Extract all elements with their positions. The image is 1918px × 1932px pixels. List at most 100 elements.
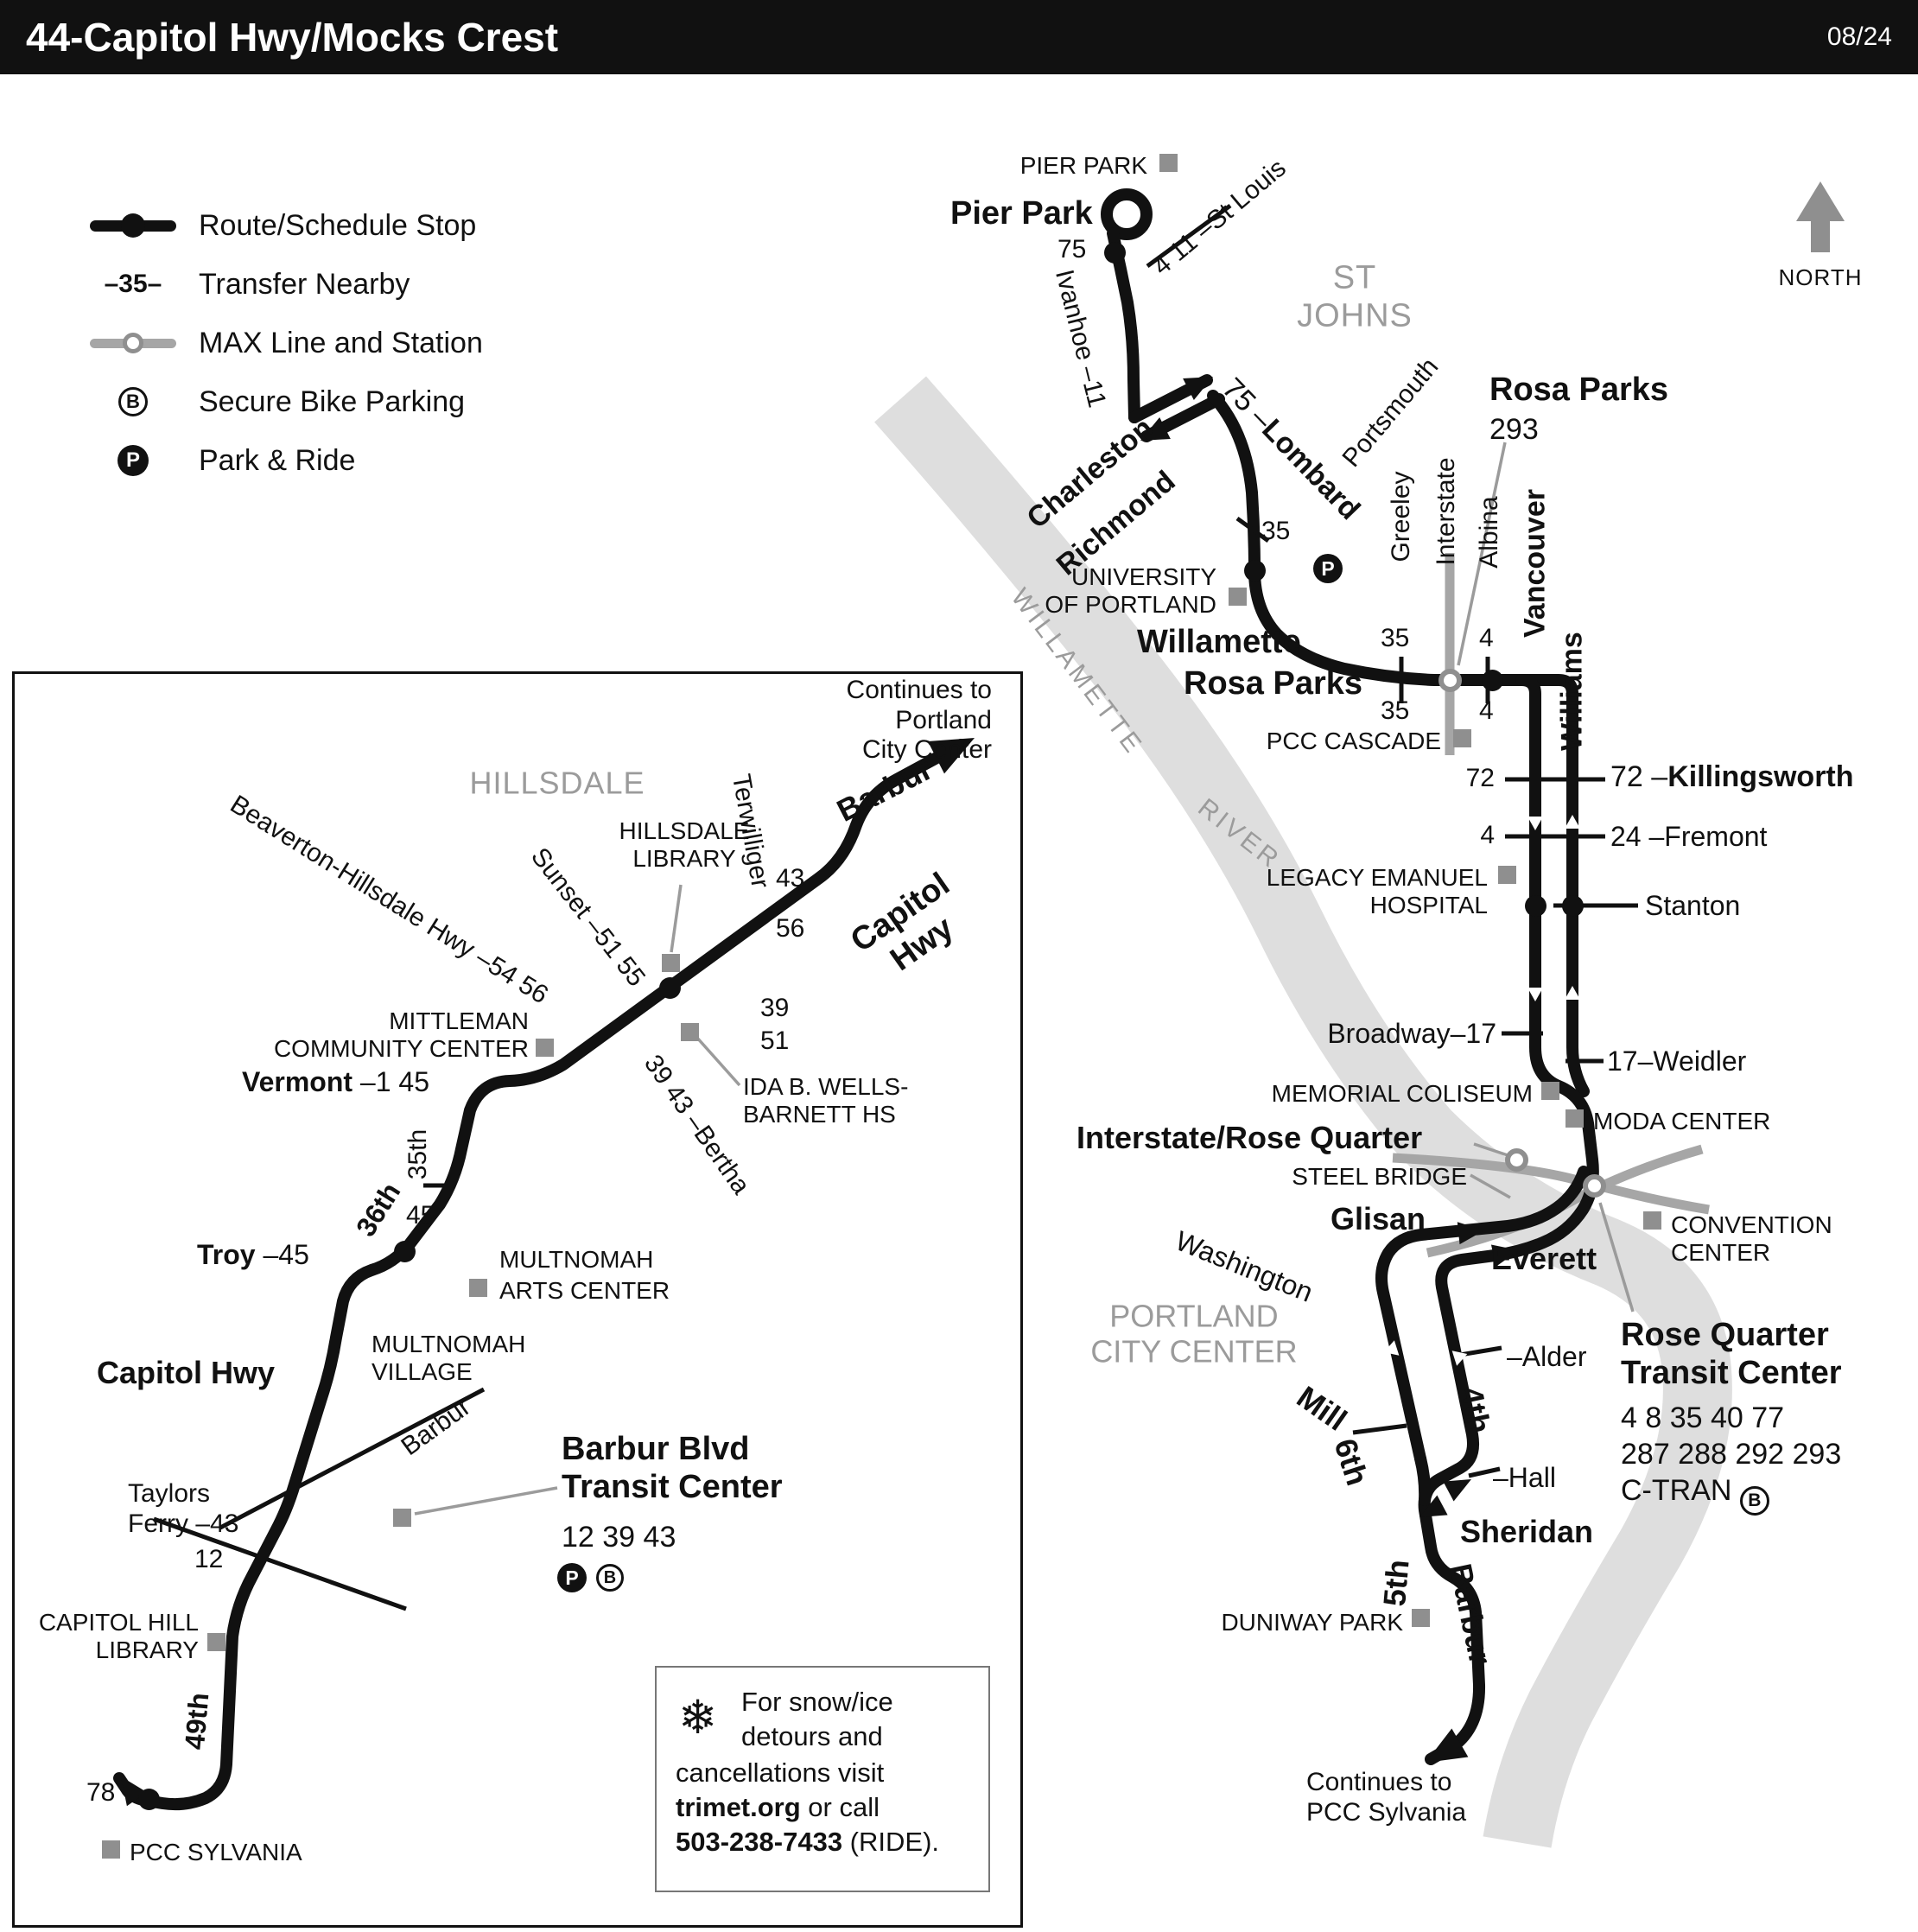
rosa-parks-park-and-ride: P [1313,554,1343,583]
river [874,376,1732,1848]
route-4-fremont-num: 4 [1480,821,1495,849]
pier-park-square [1159,153,1178,172]
duniway-park-square [1411,1608,1430,1627]
callout-rq-tc [1598,1202,1635,1312]
willamette-stop-label: Willamette [1137,624,1301,660]
bike-icon: B [1739,1486,1769,1516]
convention-center-label: CONVENTION CENTER [1671,1211,1832,1267]
legend-label: Transfer Nearby [199,267,410,301]
arrow-glisan-east [1457,1222,1484,1245]
willamette-river [874,376,1732,1848]
portland-city-center-label: PORTLAND CITY CENTER [1090,1298,1298,1370]
callout-rosa-parks-max [1457,442,1507,666]
legacy-emanuel-square [1497,865,1516,884]
rosa-parks-max-station [1438,668,1462,692]
snow-line-3: cancellations visit [676,1757,885,1788]
alder-label: –Alder [1507,1341,1587,1372]
callout-steel-bridge [1470,1173,1511,1199]
snow-line-5: 503-238-7433 (RIDE). [676,1827,939,1857]
transfer-icon: –35– [104,270,162,298]
pier-park-stop [1103,241,1126,264]
convention-center-square [1642,1211,1661,1230]
legend-label: MAX Line and Station [199,326,483,359]
route-4-albina-north: 4 [1479,624,1494,652]
arrow-everett-east [1490,1244,1519,1267]
tick-lombard-35 [1235,516,1270,543]
moda-center-label: MODA CENTER [1593,1108,1771,1134]
tick-mill [1352,1423,1407,1435]
barbur-tc-bike-parking: B [596,1564,624,1592]
north-arrow-icon [1796,181,1845,252]
legend-row-max: MAX Line and Station [79,325,483,361]
glisan-label: Glisan [1331,1201,1426,1236]
page-title: 44-Capitol Hwy/Mocks Crest [26,15,559,60]
route-6th-glisan [1375,1166,1590,1465]
route-56-num: 56 [776,914,805,943]
barbur-tc-park-and-ride: P [557,1563,587,1592]
pcc-sylvania-terminal-stop [137,1788,160,1810]
interstate-label: Interstate [1431,457,1460,566]
taylors-ferry-label: Taylors Ferry –43 [128,1479,239,1538]
memorial-coliseum-label: MEMORIAL COLISEUM [1271,1080,1533,1107]
road-barbur-inset [219,1387,486,1530]
legend-row-park: P Park & Ride [79,442,483,479]
legend-label: Route/Schedule Stop [199,208,477,242]
hillsdale-area-label: HILLSDALE [469,765,645,801]
header-bar: 44-Capitol Hwy/Mocks Crest 08/24 [0,0,1918,74]
route-inset [113,739,967,1811]
vancouver-label: Vancouver [1518,489,1552,638]
rose-quarter-tc-station [1582,1173,1606,1198]
moda-center-square [1565,1109,1584,1128]
legend: Route/Schedule Stop –35– Transfer Nearby… [79,207,483,501]
sheridan-label: Sheridan [1460,1514,1594,1549]
route-78-num: 78 [86,1778,116,1807]
snow-line-2: detours and [741,1721,883,1751]
pcc-sylvania-square [101,1840,120,1859]
rq-routes-line2: 287 288 292 293 [1621,1438,1842,1471]
everett-label: Everett [1491,1241,1597,1276]
ida-b-wells-square [680,1022,699,1041]
route-75-num: 75 [1057,235,1087,264]
interstate-rose-quarter-station [1504,1147,1528,1172]
stanton-east-stop [1561,894,1584,917]
interstate-rose-quarter-label: Interstate/Rose Quarter [1076,1120,1423,1155]
route-arrows [121,377,1519,1807]
callout-lines [414,442,1635,1516]
park-and-ride-icon: P [117,445,149,476]
callout-ida-b-wells [695,1035,741,1087]
route-43-num: 43 [776,864,805,893]
arrow-sheridan-northeast [1443,1479,1471,1502]
rosa-parks-max-label: Rosa Parks [1489,372,1669,408]
hall-label: –Hall [1493,1462,1556,1493]
route-45-num: 45 [406,1201,435,1230]
schedule-date: 08/24 [1826,22,1892,51]
arrow-jog-southwest [1140,416,1171,441]
route-35-greeley-north: 35 [1381,624,1410,652]
barbur-tc-label: Barbur Blvd Transit Center [562,1431,783,1505]
multnomah-arts-line2: ARTS CENTER [499,1277,670,1304]
rosa-parks-stop-label: Rosa Parks [1184,665,1363,702]
steel-bridge-label: STEEL BRIDGE [1292,1163,1467,1190]
multnomah-arts-square [468,1278,487,1297]
pier-park-terminal-loop [1101,188,1153,240]
arrow-inset-terminal [121,1776,147,1807]
pier-park-stop-label: Pier Park [950,195,1093,232]
mittleman-label: MITTLEMAN COMMUNITY CENTER [273,1007,529,1063]
university-of-portland-square [1228,587,1247,606]
road-taylors-ferry [153,1516,407,1611]
fremont-label: 24 –Fremont [1610,821,1768,852]
rose-quarter-tc-label: Rose Quarter Transit Center [1621,1317,1842,1391]
weidler-label: 17–Weidler [1607,1045,1747,1077]
road-st-louis [1146,203,1232,269]
legend-row-bike: B Secure Bike Parking [79,384,483,420]
rosa-parks-stop [1481,669,1503,691]
broadway-label: Broadway–17 [1327,1018,1496,1049]
max-line-icon [90,332,176,353]
transfer-ticks [423,516,1638,1478]
mittleman-square [535,1038,554,1057]
route-12-num: 12 [194,1545,224,1573]
tick-hall [1468,1466,1501,1478]
chevron-williams-2 [1565,986,1580,1000]
